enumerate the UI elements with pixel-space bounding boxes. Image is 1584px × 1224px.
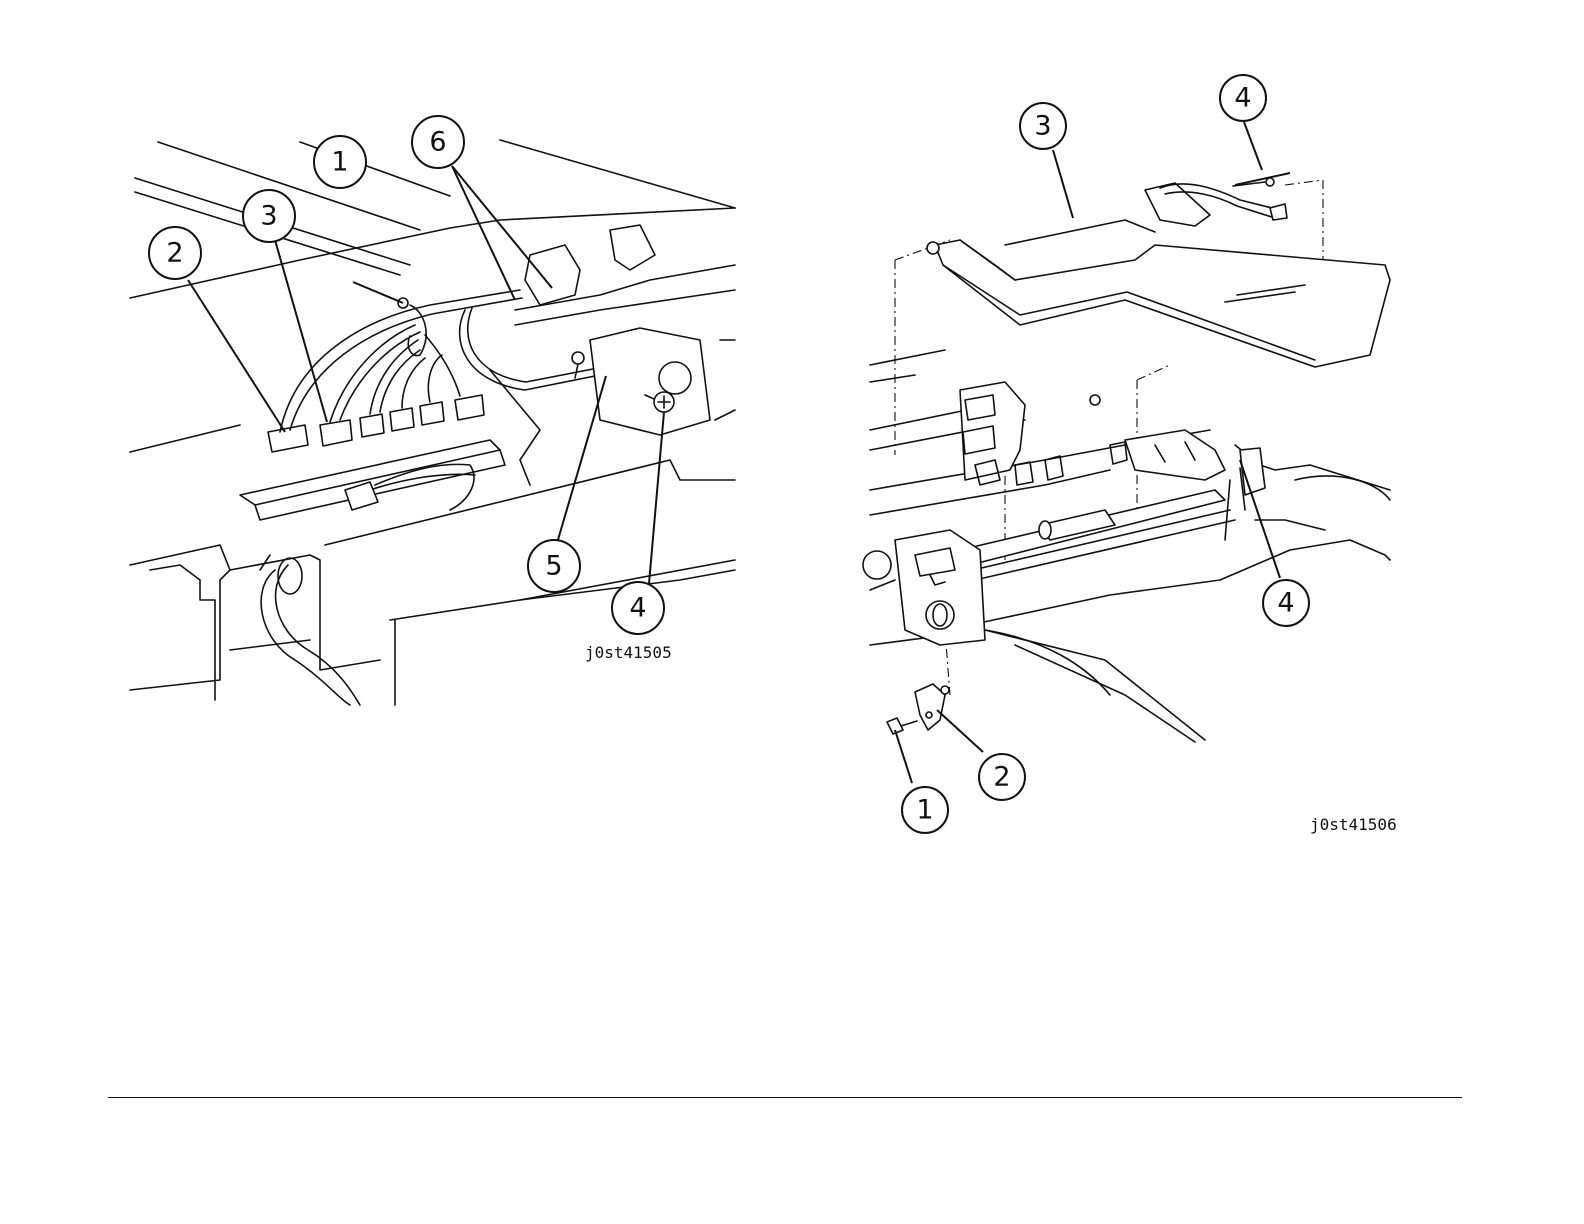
figure-tray-assembly: 1 2 3 4 4 — [865, 70, 1415, 850]
svg-text:2: 2 — [993, 762, 1010, 793]
figure-id-label: j0st41506 — [1310, 815, 1397, 834]
leader-6a — [452, 166, 515, 300]
svg-text:4: 4 — [629, 593, 646, 624]
callout-4-top: 4 — [1220, 75, 1266, 121]
leader-5 — [555, 376, 606, 550]
callout-3: 3 — [1020, 103, 1066, 149]
leader-6b — [452, 166, 552, 288]
leader-1 — [895, 730, 912, 783]
callout-6: 6 — [412, 116, 464, 168]
svg-text:5: 5 — [545, 551, 562, 582]
leader-4a — [1235, 173, 1290, 185]
svg-text:3: 3 — [260, 201, 277, 232]
tray-line-drawing: 1 2 3 4 4 — [865, 70, 1415, 850]
harness-line-drawing: 1 2 3 4 5 6 — [120, 100, 750, 710]
svg-text:4: 4 — [1277, 588, 1294, 619]
svg-text:4: 4 — [1234, 83, 1251, 114]
callout-5: 5 — [528, 540, 580, 592]
callout-2: 2 — [149, 227, 201, 279]
svg-text:1: 1 — [331, 147, 348, 178]
leader-2 — [937, 710, 983, 752]
callout-1: 1 — [902, 787, 948, 833]
leader-4a-stem — [1244, 122, 1262, 170]
leader-3 — [1053, 150, 1073, 218]
callout-2: 2 — [979, 754, 1025, 800]
svg-text:2: 2 — [166, 238, 183, 269]
leader-lines — [895, 122, 1290, 783]
footer-divider — [108, 1097, 1462, 1098]
leader-3 — [275, 240, 327, 422]
callout-1: 1 — [314, 136, 366, 188]
leader-1 — [353, 282, 403, 303]
leader-4 — [648, 412, 664, 595]
svg-text:3: 3 — [1034, 111, 1051, 142]
svg-text:6: 6 — [429, 127, 446, 158]
callout-3: 3 — [243, 190, 295, 242]
figure-id-label: j0st41505 — [585, 643, 672, 662]
callout-4: 4 — [612, 582, 664, 634]
figure-harness-connectors: 1 2 3 4 5 6 — [120, 100, 750, 710]
callout-4-bottom: 4 — [1263, 580, 1309, 626]
svg-text:1: 1 — [916, 795, 933, 826]
leader-2 — [188, 280, 285, 432]
